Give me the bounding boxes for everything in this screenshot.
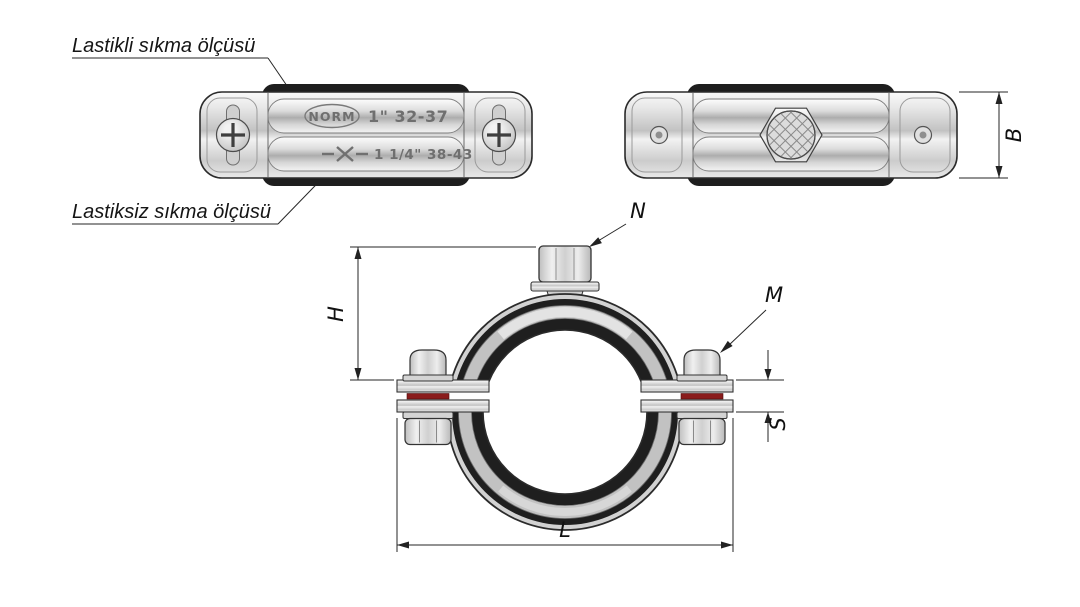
callout-M: M xyxy=(720,283,783,353)
callout-N: N xyxy=(589,199,646,247)
cap-outline xyxy=(206,97,258,173)
rubber-seal-red xyxy=(406,393,450,400)
nut-collar xyxy=(530,281,600,292)
rubber-seal-red xyxy=(680,393,724,400)
cap-outline xyxy=(474,97,526,173)
flange-bolt-right xyxy=(640,349,734,446)
ring-highlight-bottom xyxy=(498,485,632,516)
hex-nut xyxy=(678,417,726,446)
ring-bore xyxy=(482,329,648,495)
dim-label-H: H xyxy=(324,306,348,322)
size-stamp-1: 1" 32-37 xyxy=(368,107,448,126)
x-logo-mark xyxy=(322,146,368,162)
stamp-row-upper: NORM 1" 32-37 xyxy=(304,103,448,129)
dimension-L: L xyxy=(396,418,734,552)
stamp-row-lower: 1 1/4" 38-43 xyxy=(322,146,473,163)
dim-label-S: S xyxy=(766,417,790,430)
washer-bottom xyxy=(402,411,454,419)
band-strip-upper xyxy=(267,98,465,134)
size-stamp-2: 1 1/4" 38-43 xyxy=(374,147,473,163)
flange-lower xyxy=(640,399,734,413)
view-front: H S L N xyxy=(324,199,790,552)
dimension-H: H xyxy=(324,246,536,381)
end-hole-center xyxy=(655,131,663,139)
combi-screw-head-icon xyxy=(759,107,823,163)
dimension-B: B xyxy=(959,91,1026,179)
label-without-rubber: Lastiksiz sıkma ölçüsü xyxy=(72,201,271,223)
brand-stamp: NORM xyxy=(308,109,355,124)
dimension-S: S xyxy=(736,350,790,442)
hex-nut xyxy=(404,417,452,446)
flange-bolt-left xyxy=(396,349,490,446)
phillips-screw-icon xyxy=(215,104,251,166)
clamp-ring xyxy=(446,293,684,531)
cap-outline xyxy=(631,97,683,173)
view-side-left: NORM 1" 32-37 1 1/4" 38-43 xyxy=(199,84,533,186)
cap-outline xyxy=(899,97,951,173)
bolt-head xyxy=(683,349,721,379)
washer-bottom xyxy=(676,411,728,419)
washer-top xyxy=(402,374,454,382)
view-side-right: B xyxy=(624,84,1026,186)
bolt-head xyxy=(409,349,447,379)
ring-highlight-top xyxy=(497,307,633,340)
flange-lower xyxy=(396,399,490,413)
label-with-rubber: Lastikli sıkma ölçüsü xyxy=(72,35,255,57)
dim-label-M: M xyxy=(765,283,783,307)
end-hole-center xyxy=(919,131,927,139)
dim-label-B: B xyxy=(1002,128,1026,142)
brand-oval xyxy=(304,103,360,129)
dim-label-L: L xyxy=(559,518,571,542)
dim-label-N: N xyxy=(630,199,646,223)
flange-upper xyxy=(396,379,490,393)
washer-top xyxy=(676,374,728,382)
phillips-screw-icon xyxy=(481,104,517,166)
flange-upper xyxy=(640,379,734,393)
